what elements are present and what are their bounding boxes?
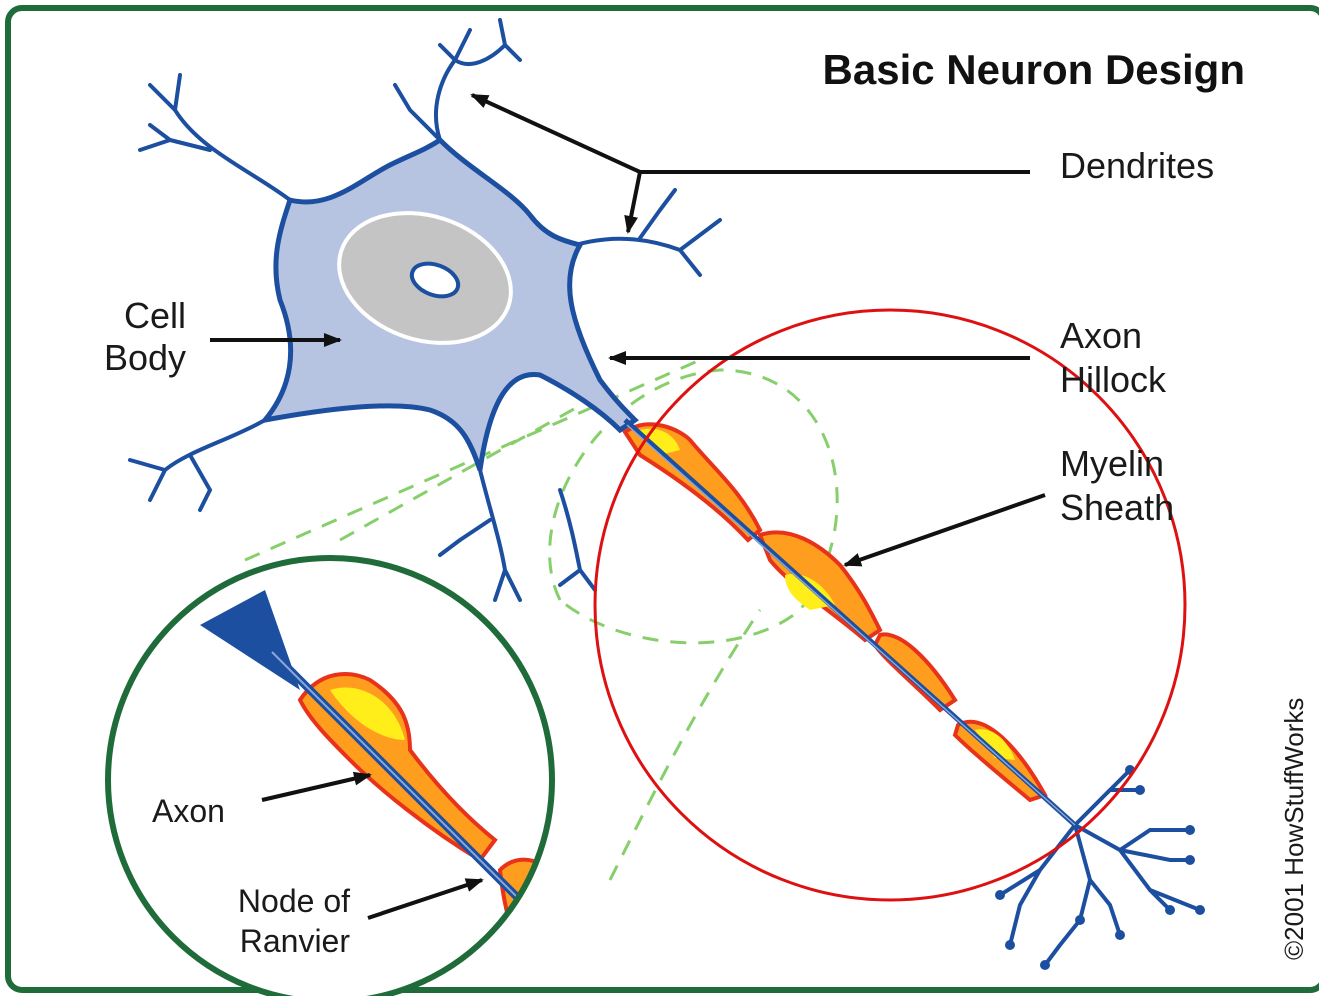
label-axon-hillock-line2: Hillock — [1060, 359, 1167, 400]
axon-myelin — [625, 420, 1075, 825]
label-cell-body-line1: Cell — [124, 295, 186, 336]
diagram-title: Basic Neuron Design — [823, 46, 1245, 93]
label-cell-body-line2: Body — [104, 337, 186, 378]
copyright-credit: ©2001 HowStuffWorks — [1279, 698, 1309, 960]
label-axon-hillock-line1: Axon — [1060, 315, 1142, 356]
label-myelin-sheath-line2: Sheath — [1060, 487, 1174, 528]
label-node-of-ranvier-line1: Node of — [238, 883, 350, 919]
label-myelin-sheath-line1: Myelin — [1060, 443, 1164, 484]
label-node-of-ranvier-line2: Ranvier — [240, 923, 351, 959]
label-axon: Axon — [152, 793, 225, 829]
label-dendrites: Dendrites — [1060, 145, 1214, 186]
